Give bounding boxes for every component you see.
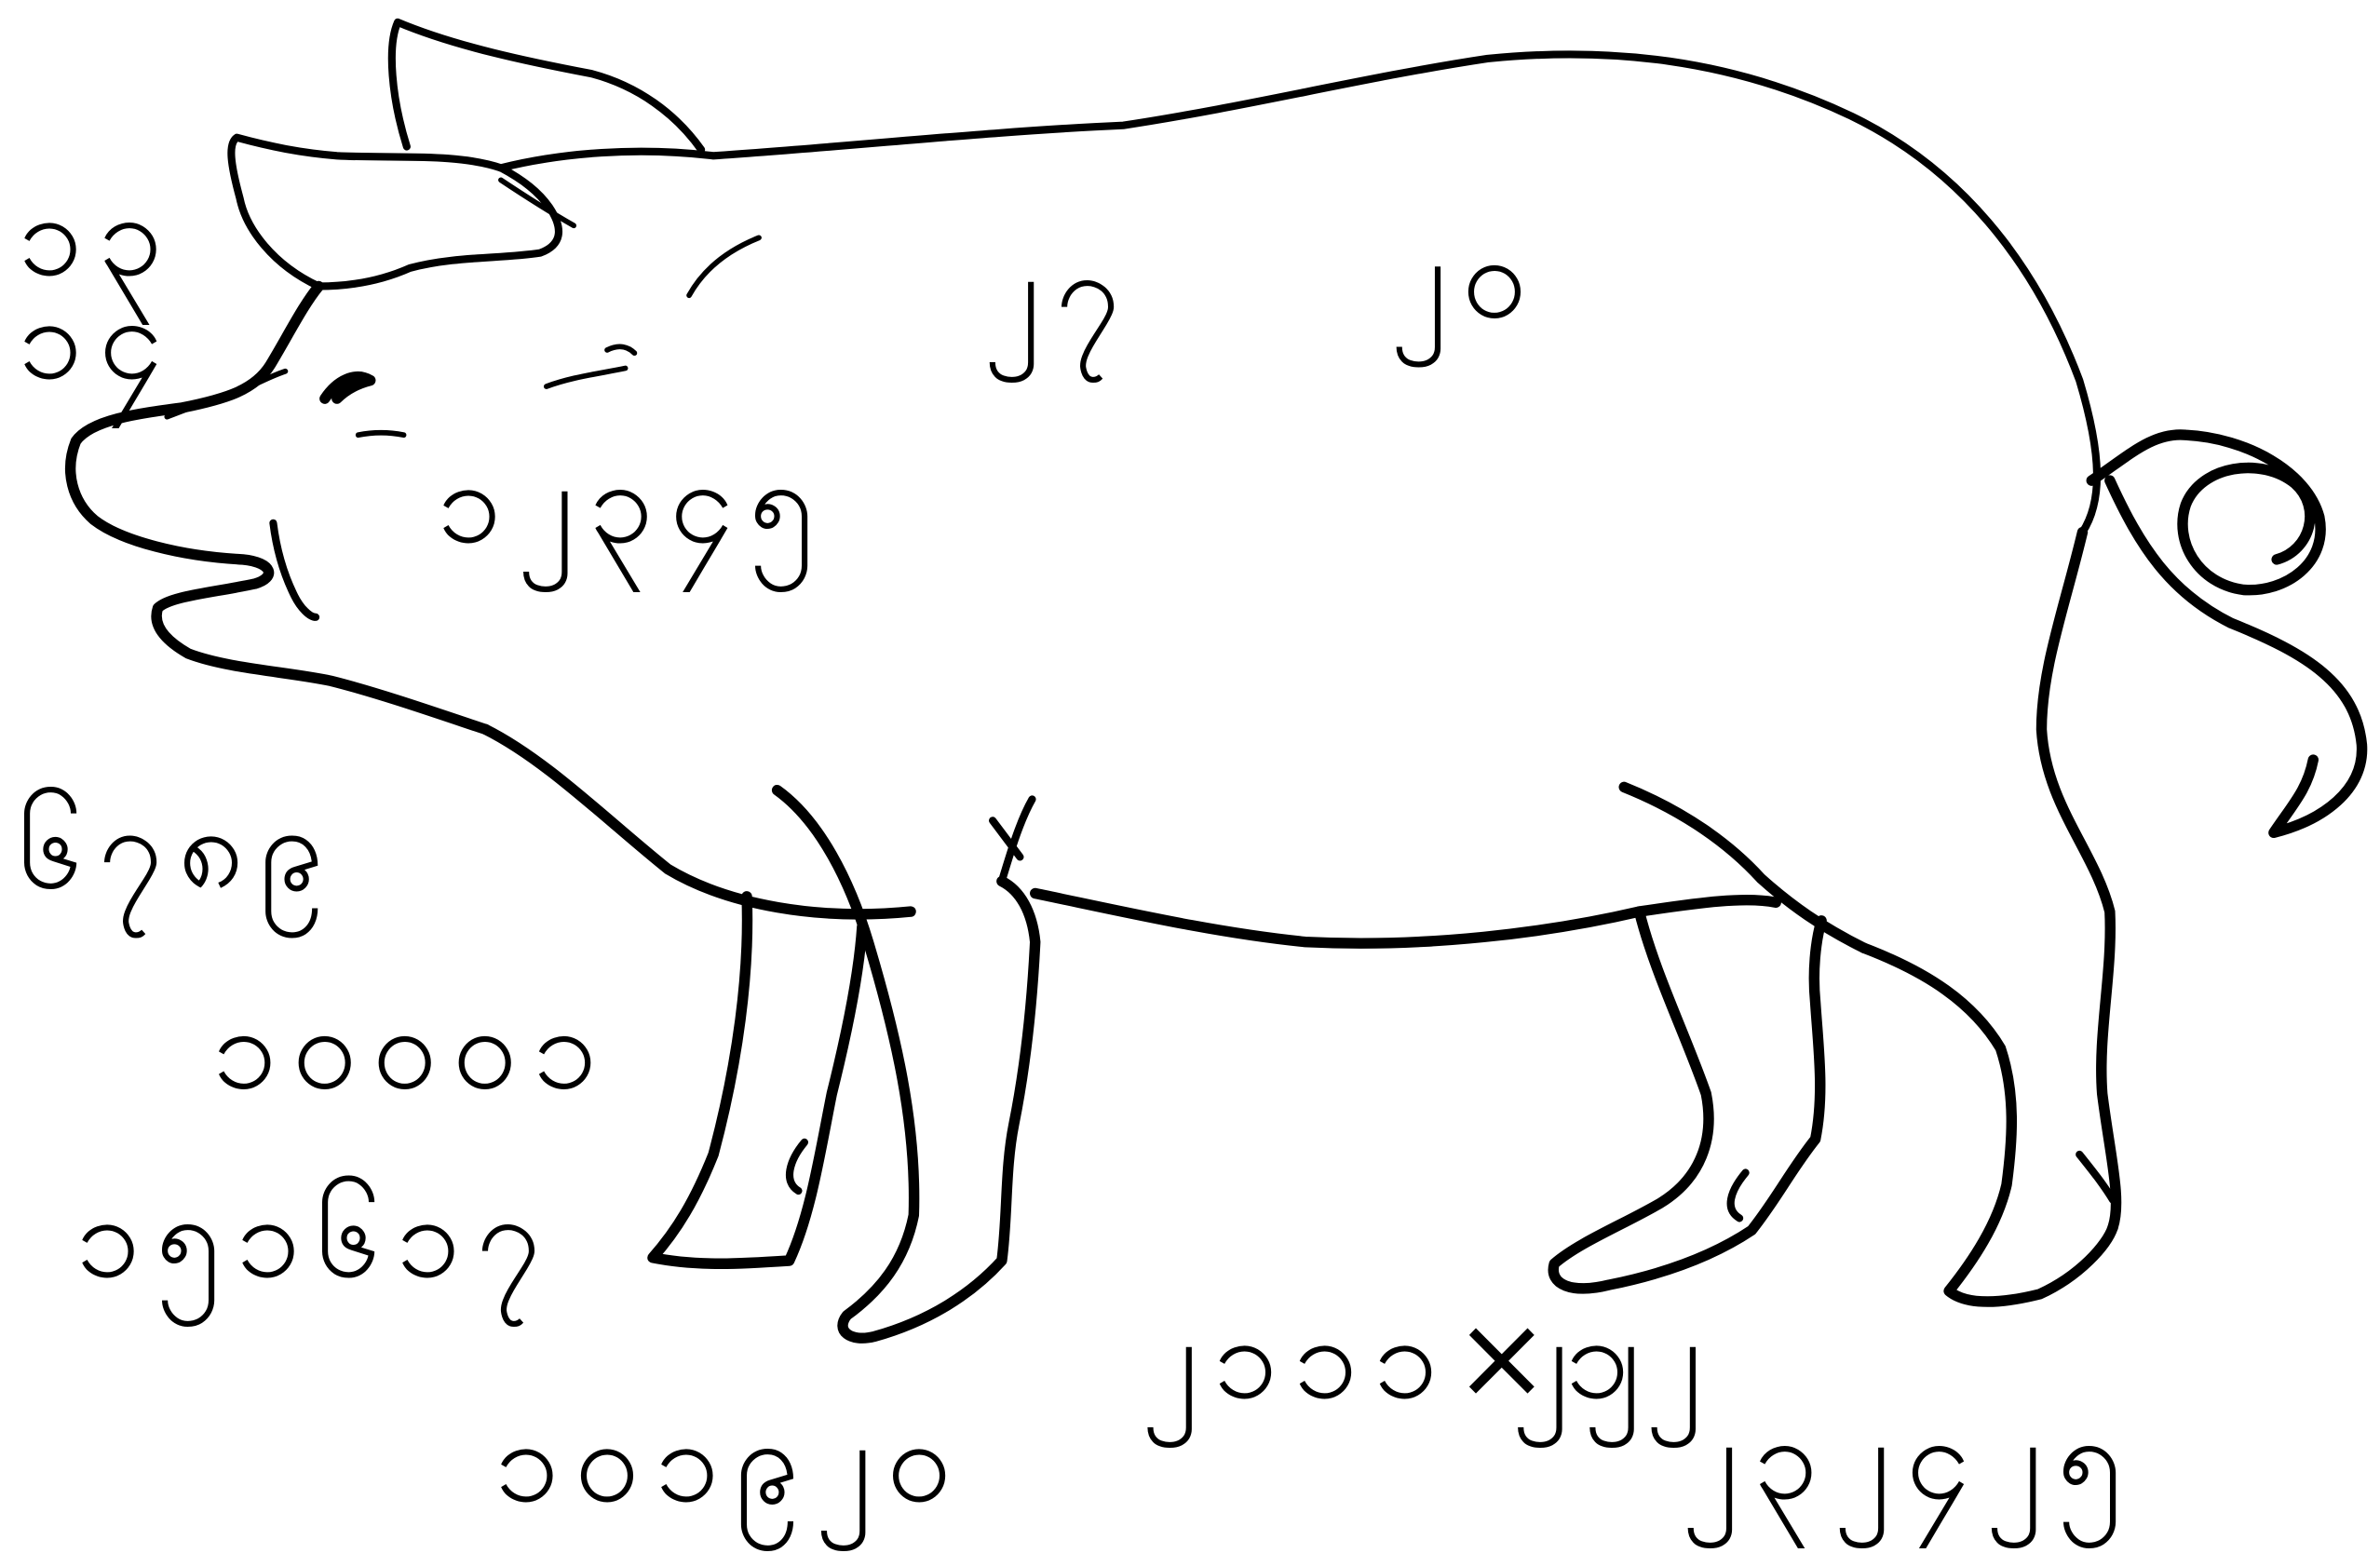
- label-snout-bottom: ၁၄: [19, 271, 179, 428]
- pig-shoulder-line: [689, 237, 759, 295]
- label-rear-leg: ၂၂: [1512, 1291, 1656, 1449]
- pig-nostril-ridge: [167, 371, 285, 417]
- pig-front-leg-near-crease: [993, 799, 1032, 881]
- label-front-foot: ၁၅၁၆၁၇: [76, 1169, 557, 1327]
- pig-flank: [1624, 787, 1864, 948]
- pig-eye: [325, 377, 371, 398]
- pig-front-leg-near: [778, 790, 1035, 1339]
- pig-eye-lash: [358, 433, 404, 435]
- pig-mouth-line: [273, 523, 316, 617]
- label-rear-foot: ၂၃၂၄၂၅: [1682, 1391, 2137, 1548]
- pig-labels: ၁၃ ၁၄ ၁၂၃၄၅ ၂၇ ၂၀ ၆၇၈၉ ၁၀၀၀၁ ၁၅၁၆၁၇ ၁၀၁၉…: [19, 168, 2138, 1551]
- label-bottom-left: ၁၀၁၉၂၀: [494, 1395, 967, 1552]
- pig-wrinkles: [547, 346, 635, 386]
- pig-front-leg-far: [653, 897, 862, 1263]
- pig-rear-leg-near: [1864, 948, 2113, 1302]
- label-front-leg: ၁၀၀၀၁: [212, 981, 613, 1115]
- pig-front-leg-far-dew: [790, 1142, 805, 1191]
- pig-rump-outline: [2041, 533, 2116, 1228]
- pig-illustration: [71, 22, 2362, 1338]
- pig-belly: [1035, 894, 1776, 944]
- label-face: ၁၂၃၄၅: [437, 435, 829, 592]
- label-back-front: ၂၇: [983, 225, 1135, 383]
- pig-ear-crease: [501, 180, 574, 225]
- pig-front-ear: [231, 138, 559, 287]
- pig-back-ear: [392, 22, 701, 150]
- label-back-rear: ၂၀: [1390, 210, 1542, 368]
- pig-rear-leg-far: [1553, 912, 1821, 1289]
- label-jaw: ၆၇၈၉: [19, 781, 340, 939]
- pig-rear-leg-far-dew: [1731, 1172, 1746, 1218]
